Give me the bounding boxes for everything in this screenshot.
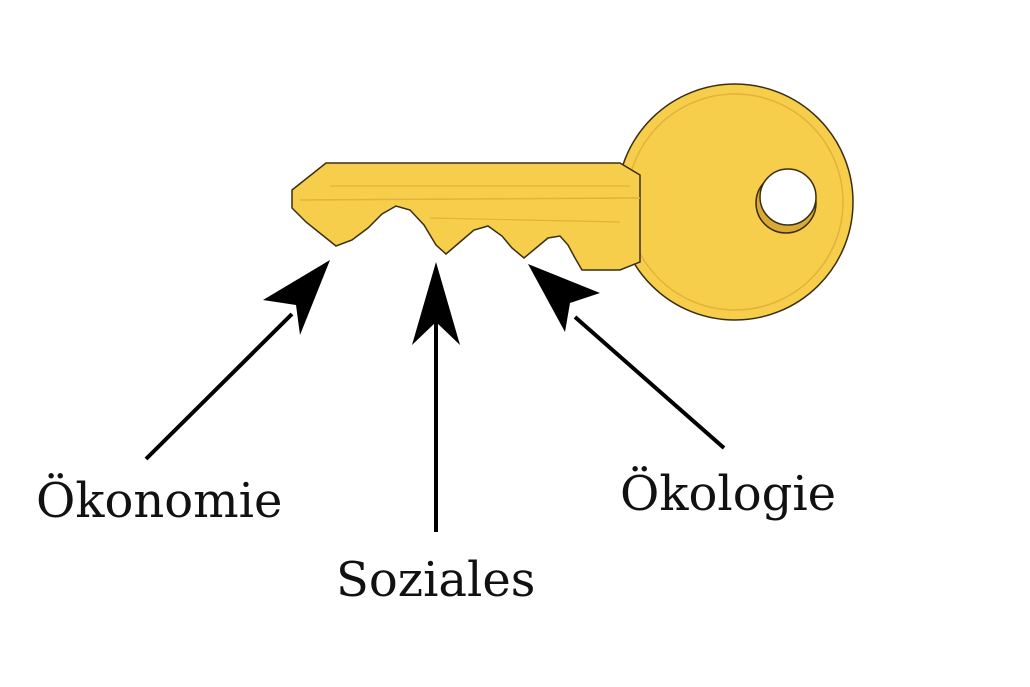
key-hole bbox=[759, 168, 817, 226]
key-groove-line bbox=[299, 197, 641, 201]
arrow-oekologie bbox=[528, 264, 726, 450]
label-oekologie: Ökologie bbox=[620, 465, 836, 522]
arrow-soziales bbox=[412, 262, 460, 532]
label-soziales: Soziales bbox=[336, 552, 535, 608]
key-bow bbox=[616, 83, 854, 321]
key-blade bbox=[291, 162, 641, 271]
arrows bbox=[144, 260, 726, 532]
key-groove-line-3 bbox=[429, 217, 621, 223]
key-illustration bbox=[291, 83, 854, 321]
arrow-oekonomie bbox=[144, 260, 330, 461]
label-oekonomie: Ökonomie bbox=[36, 472, 282, 529]
